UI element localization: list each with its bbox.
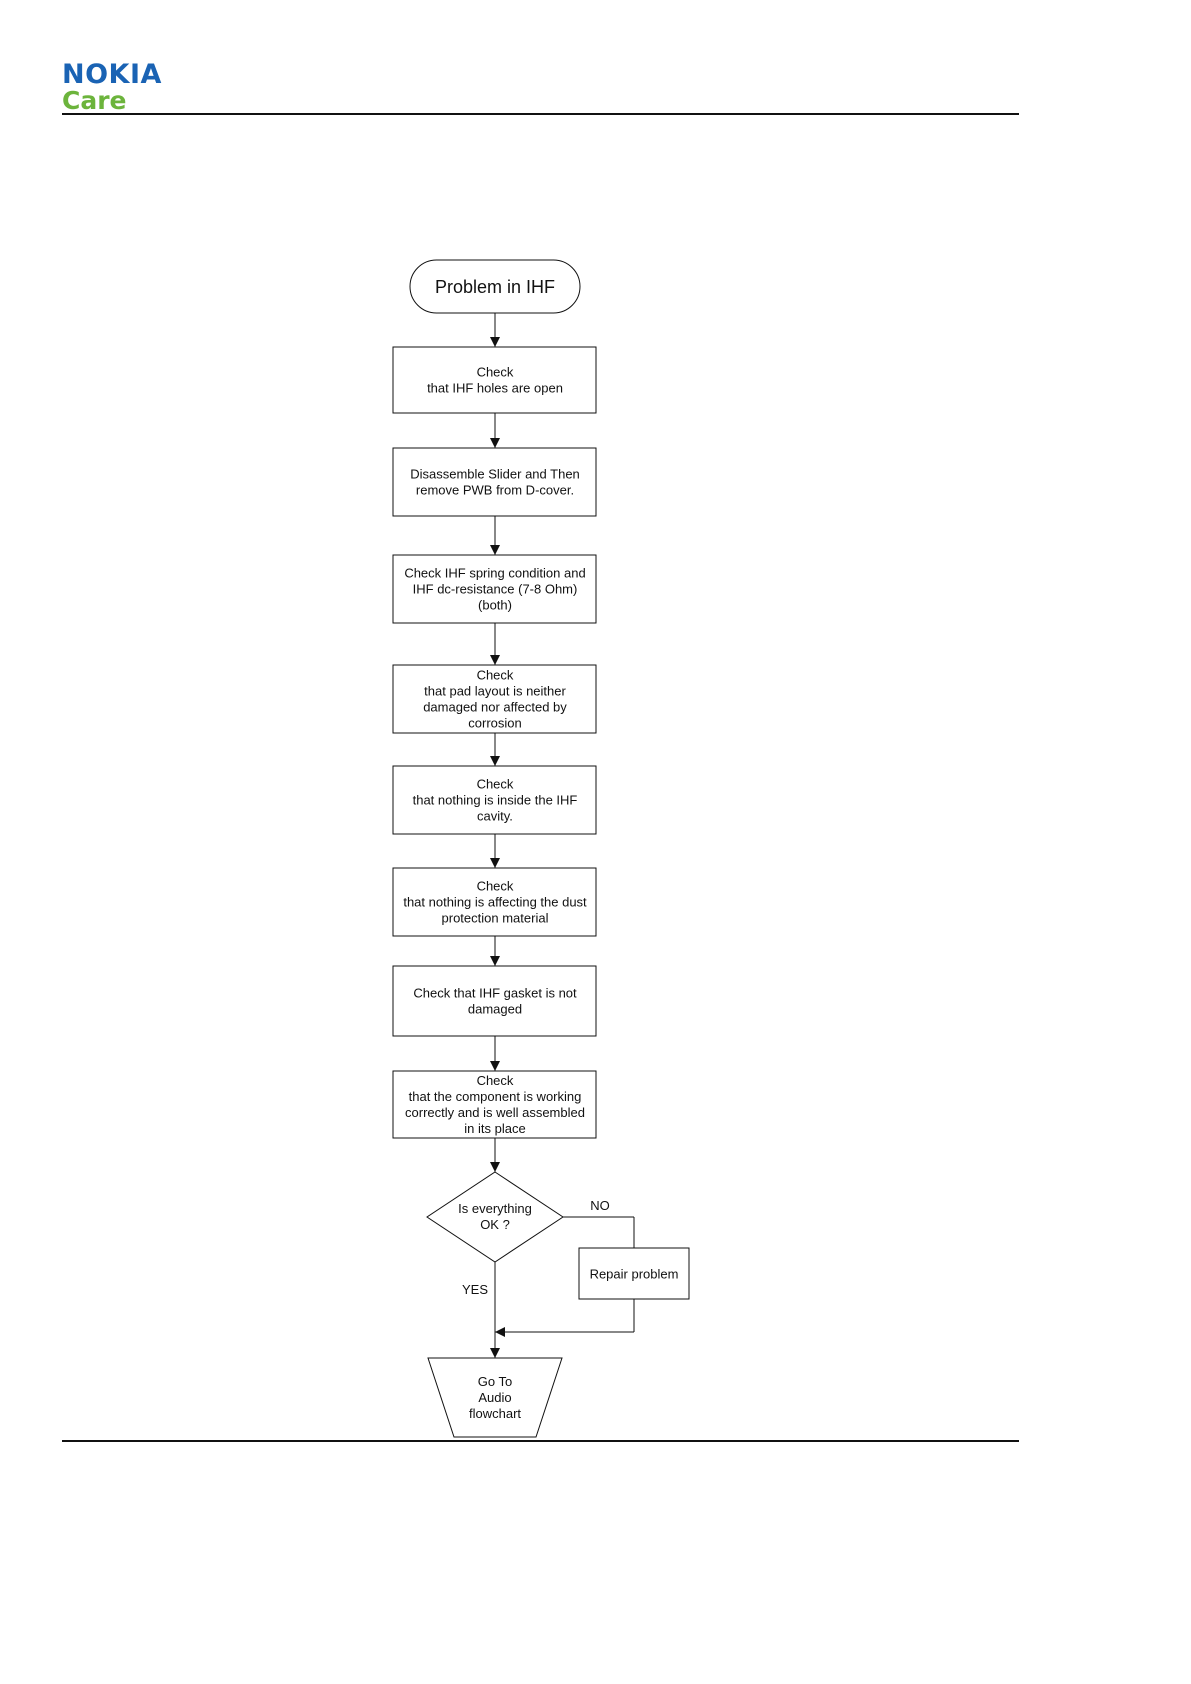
process-step-line: Check bbox=[477, 365, 514, 380]
process-step-line: that nothing is affecting the dust bbox=[403, 895, 587, 910]
no-label: NO bbox=[590, 1198, 610, 1213]
process-step-line: that nothing is inside the IHF bbox=[413, 793, 578, 808]
process-step-line: Check bbox=[477, 668, 514, 683]
process-step-line: in its place bbox=[464, 1121, 525, 1136]
footer-rule bbox=[62, 1440, 1019, 1442]
process-box bbox=[392, 664, 597, 734]
process-box bbox=[392, 346, 597, 414]
process-step-line: that IHF holes are open bbox=[427, 381, 563, 396]
process-step-line: Check bbox=[477, 777, 514, 792]
repair-label: Repair problem bbox=[590, 1267, 679, 1282]
decision-label: OK ? bbox=[480, 1217, 510, 1232]
repair-box bbox=[578, 1247, 690, 1300]
process-box bbox=[392, 1070, 597, 1139]
flow-connectors bbox=[490, 313, 635, 1358]
end-label: flowchart bbox=[469, 1406, 521, 1421]
process-step-line: that the component is working bbox=[409, 1089, 582, 1104]
logo-subtitle: Care bbox=[62, 86, 127, 115]
end-label: Go To bbox=[478, 1374, 512, 1389]
process-step-line: protection material bbox=[442, 911, 549, 926]
process-step-line: Check that IHF gasket is not bbox=[413, 986, 577, 1001]
end-label: Audio bbox=[478, 1390, 511, 1405]
process-step-line: that pad layout is neither bbox=[424, 684, 566, 699]
process-step-line: Check bbox=[477, 879, 514, 894]
process-box bbox=[392, 554, 597, 624]
process-step-line: cavity. bbox=[477, 809, 513, 824]
decision-diamond bbox=[426, 1171, 564, 1263]
process-box bbox=[392, 965, 597, 1037]
process-step-line: IHF dc-resistance (7-8 Ohm) bbox=[413, 582, 578, 597]
process-step-line: damaged bbox=[468, 1002, 522, 1017]
process-step-line: (both) bbox=[478, 598, 512, 613]
process-step-line: Check IHF spring condition and bbox=[404, 566, 585, 581]
end-connector bbox=[427, 1357, 563, 1438]
process-box bbox=[392, 765, 597, 835]
start-label: Problem in IHF bbox=[435, 277, 555, 297]
logo-wordmark: NOKIA bbox=[62, 59, 162, 90]
process-box bbox=[392, 447, 597, 517]
yes-label: YES bbox=[462, 1282, 488, 1297]
process-step-line: damaged nor affected by bbox=[423, 700, 567, 715]
header-rule bbox=[62, 113, 1019, 115]
process-step-line: Check bbox=[477, 1073, 514, 1088]
decision-label: Is everything bbox=[458, 1201, 532, 1216]
process-step-line: corrosion bbox=[468, 716, 521, 731]
process-step-line: Disassemble Slider and Then bbox=[410, 467, 580, 482]
start-terminator bbox=[409, 259, 581, 314]
process-step-line: remove PWB from D-cover. bbox=[416, 483, 574, 498]
nokia-care-logo: NOKIA Care bbox=[62, 60, 192, 116]
process-step-line: correctly and is well assembled bbox=[405, 1105, 585, 1120]
process-box bbox=[392, 867, 597, 937]
